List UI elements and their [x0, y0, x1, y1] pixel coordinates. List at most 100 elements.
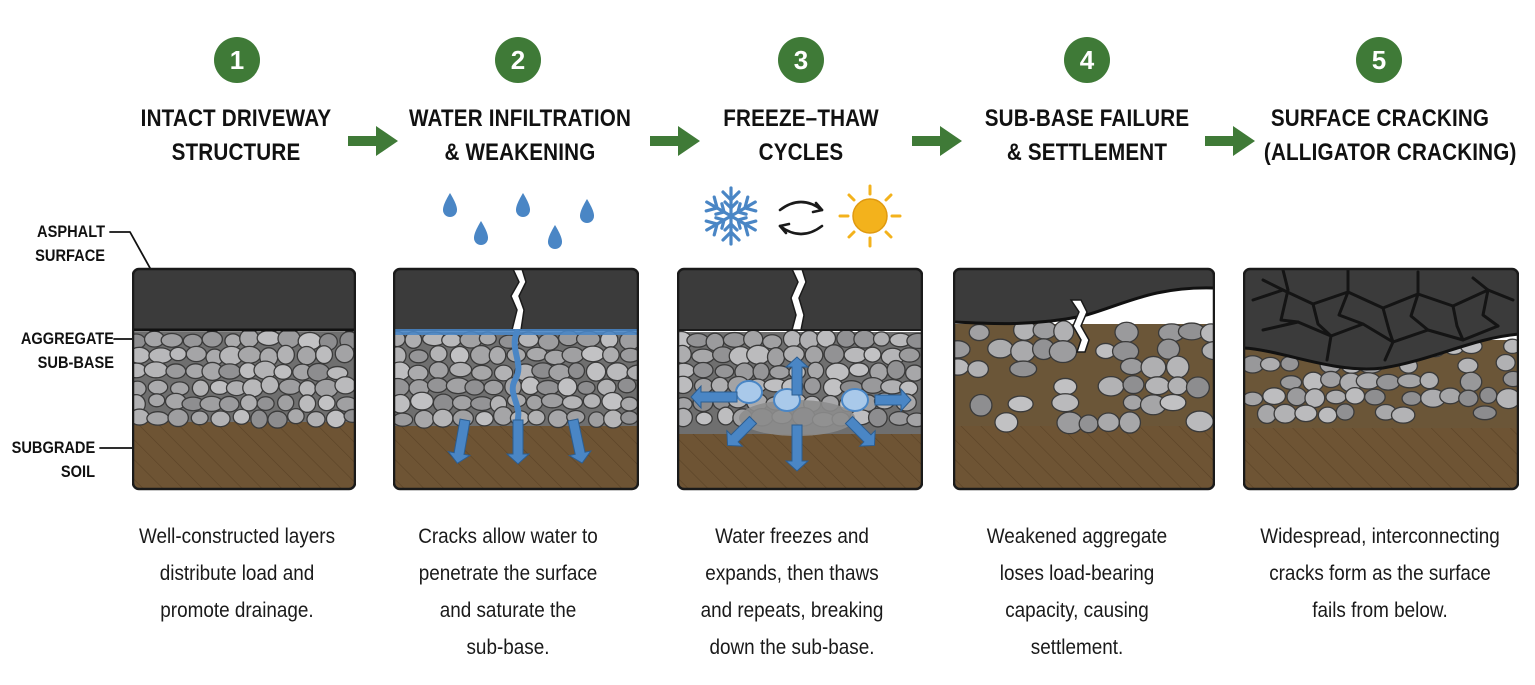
step-4-description-line: Weakened aggregate [986, 525, 1168, 548]
water-channel [509, 329, 522, 425]
surface-crack [1069, 299, 1090, 353]
step-2-description-line: and saturate the [439, 599, 577, 622]
step-2-title: WATER INFILTRATION & WEAKENING [404, 102, 636, 170]
right-arrow-icon [1205, 126, 1255, 156]
step-4-title-line-1: SUB-BASE FAILURE [984, 105, 1190, 132]
water-drop-icon [474, 221, 488, 245]
water-drop-icon [580, 199, 594, 223]
step-1-title: INTACT DRIVEWAY STRUCTURE [120, 102, 352, 170]
aggregate-stones [394, 329, 638, 429]
aggregate-stones [133, 328, 355, 429]
step-3-description-line: expands, then thaws [705, 562, 879, 585]
snowflake-icon [701, 186, 761, 246]
right-arrow-icon [912, 126, 962, 156]
step-4-description: Weakened aggregate loses load-bearing ca… [956, 518, 1199, 666]
crack-line [1279, 269, 1300, 324]
step-5-description-line: Widespread, interconnecting [1260, 525, 1500, 548]
step-4-description-line: loses load-bearing [999, 562, 1155, 585]
expansion-arrow [784, 356, 810, 396]
step-3-title-line-2: CYCLES [758, 139, 844, 166]
step-3-description: Water freezes and expands, then thaws an… [671, 518, 914, 666]
step-5-title: SURFACE CRACKING (ALLIGATOR CRACKING) [1264, 102, 1516, 170]
sun-icon [838, 184, 902, 248]
step-2-title-line-1: WATER INFILTRATION [408, 105, 632, 132]
step-4-description-line: capacity, causing [1005, 599, 1149, 622]
step-5-description-line: cracks form as the surface [1269, 562, 1491, 585]
crack-line [1471, 276, 1490, 292]
crack-line [1451, 304, 1465, 342]
expansion-arrow [690, 384, 738, 410]
aggregate-label-line-2: SUB-BASE [37, 353, 114, 372]
step-1-title-line-1: INTACT DRIVEWAY [140, 105, 332, 132]
step-1-description-line: Well-constructed layers [138, 525, 336, 548]
water-drop-icon [516, 193, 530, 217]
step-2-description-line: sub-base. [466, 636, 550, 659]
step-4-description-line: settlement. [1030, 636, 1124, 659]
step-5-number: 5 [1356, 37, 1402, 83]
panel-frame [393, 267, 639, 491]
right-arrow-icon [650, 126, 700, 156]
drainage-arrow [505, 419, 531, 465]
step-1-title-line-2: STRUCTURE [171, 139, 301, 166]
crack-line [1481, 288, 1500, 328]
expansion-arrow [726, 415, 758, 447]
panel-frame [953, 267, 1215, 491]
subgrade-label-line-1: SUBGRADE [11, 438, 96, 457]
asphalt-label-line-2: SURFACE [35, 246, 105, 265]
step-3-description-line: Water freezes and [715, 525, 869, 548]
step-1-description-line: promote drainage. [160, 599, 314, 622]
aggregate-label-line-1: AGGREGATE [20, 329, 114, 348]
step-5-description-line: fails from below. [1312, 599, 1448, 622]
expansion-arrow [784, 424, 810, 472]
step-3-title-line-1: FREEZE–THAW [723, 105, 879, 132]
panel-surface-cracking [1243, 260, 1519, 492]
panel-water-infiltration [393, 260, 639, 492]
step-5-description: Widespread, interconnecting cracks form … [1259, 518, 1502, 629]
water-drop-icon [443, 193, 457, 217]
drainage-arrow [567, 418, 592, 464]
step-4-number: 4 [1064, 37, 1110, 83]
crack-line [1337, 269, 1365, 326]
panel-sub-base-failure [953, 260, 1215, 492]
panel-frame [132, 267, 356, 491]
crack-line [1409, 270, 1430, 332]
step-5-title-line-1: SURFACE CRACKING [1270, 105, 1490, 132]
cycle-arrows-icon [778, 200, 824, 236]
step-1-description-line: distribute load and [159, 562, 315, 585]
step-2-title-line-2: & WEAKENING [444, 139, 596, 166]
crack-line [1261, 320, 1500, 344]
step-2-number: 2 [495, 37, 541, 83]
freeze-thaw-icons [701, 184, 902, 248]
panel-freeze-thaw [677, 260, 923, 492]
step-3-description-line: down the sub-base. [709, 636, 875, 659]
panel-frame [1243, 267, 1519, 491]
crack-line [1381, 306, 1395, 362]
expansion-arrow [874, 387, 912, 413]
ice-lens [735, 380, 763, 404]
step-3-number: 3 [778, 37, 824, 83]
crushed-aggregate [739, 400, 855, 436]
crack-line [1261, 278, 1285, 292]
surface-crack [790, 269, 807, 331]
asphalt-surface-label: ASPHALT SURFACE [13, 220, 105, 268]
step-4-title-line-2: & SETTLEMENT [1006, 139, 1168, 166]
step-2-description-line: Cracks allow water to [418, 525, 598, 548]
step-4-title: SUB-BASE FAILURE & SETTLEMENT [971, 102, 1203, 170]
step-2-description-line: penetrate the surface [418, 562, 598, 585]
water-drop-icon [548, 225, 562, 249]
panel-intact-structure [132, 260, 356, 492]
subgrade-soil-label: SUBGRADE SOIL [11, 436, 96, 484]
panel-frame [677, 267, 923, 491]
aggregate-stones [954, 319, 1214, 435]
drainage-arrow [447, 418, 472, 464]
right-arrow-icon [348, 126, 398, 156]
step-3-description-line: and repeats, breaking [700, 599, 884, 622]
alligator-cracks [1251, 269, 1515, 362]
ice-lens [841, 388, 869, 412]
asphalt-label-line-1: ASPHALT [37, 222, 106, 241]
step-3-title: FREEZE–THAW CYCLES [685, 102, 917, 170]
aggregate-sub-base-label: AGGREGATE SUB-BASE [14, 327, 114, 375]
step-1-description: Well-constructed layers distribute load … [116, 518, 359, 629]
asphalt-layer [133, 269, 355, 331]
